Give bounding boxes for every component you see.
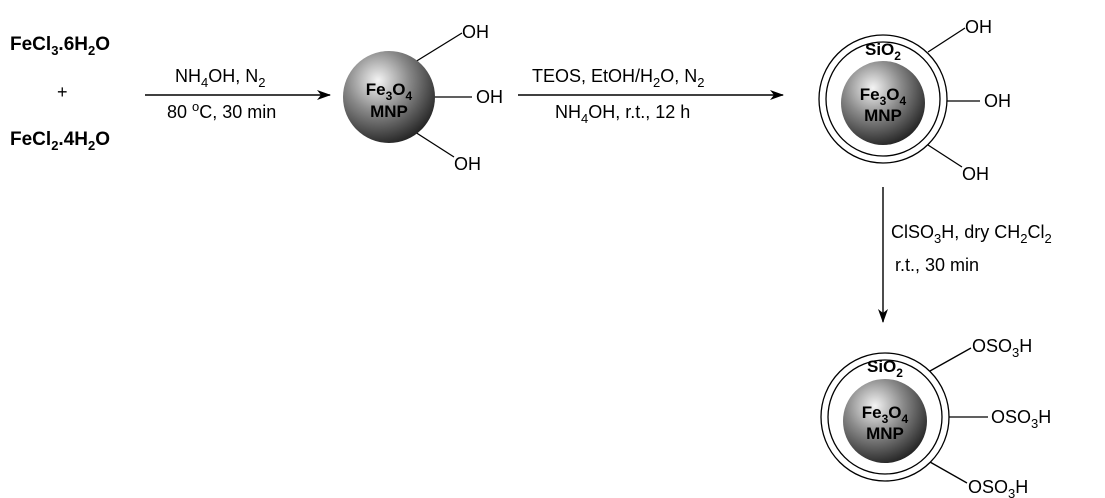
reactant-fecl3: FeCl3.6H2O <box>10 34 110 58</box>
oso3h-group-middle: OSO3H <box>991 407 1051 431</box>
shell-a: SiO <box>865 40 894 59</box>
core-s2: 4 <box>406 89 413 103</box>
oso3h-a: OSO <box>991 407 1031 427</box>
oso3h-group-top: OSO3H <box>972 336 1032 360</box>
reactant-fecl3-s2: 2 <box>88 43 95 58</box>
reactant-fecl2-c: O <box>95 129 110 150</box>
step1-conditions-below: 80 oC, 30 min <box>167 99 276 122</box>
step1-above-a: NH <box>175 66 201 86</box>
bond-top <box>927 27 966 53</box>
oso3h-b: H <box>1015 477 1028 497</box>
core-b: O <box>886 85 899 104</box>
step1-above-s1: 4 <box>201 75 208 90</box>
oso3h-s1: 3 <box>1012 345 1019 360</box>
bond-top <box>414 32 463 63</box>
reactant-fecl3-b: .6H <box>58 34 88 55</box>
reactant-fecl2-s1: 2 <box>51 138 58 153</box>
oh-group-bottom: OH <box>454 154 481 174</box>
oso3h-s1: 3 <box>1008 486 1015 498</box>
step3-l1-b: H, dry CH <box>941 222 1020 242</box>
oso3h-b: H <box>1038 407 1051 427</box>
step1-above-b: OH, N <box>208 66 258 86</box>
step1-below-a: 80 <box>167 102 192 122</box>
step2-below-a: NH <box>555 102 581 122</box>
step3-l1-c: Cl <box>1028 222 1045 242</box>
step2-above-a: TEOS, EtOH/H <box>532 66 653 86</box>
core-b: O <box>392 80 405 99</box>
step3-conditions-line1: ClSO3H, dry CH2Cl2 <box>891 222 1052 246</box>
step3-l1-s2: 2 <box>1020 231 1027 246</box>
oso3h-a: OSO <box>972 336 1012 356</box>
mnp-core-label: MNP <box>370 102 408 121</box>
bond-bottom <box>929 461 968 484</box>
reactant-fecl3-a: FeCl <box>10 34 51 55</box>
oh-group-top: OH <box>462 22 489 42</box>
shell-s1: 2 <box>896 366 903 380</box>
oso3h-b: H <box>1019 336 1032 356</box>
core-a: Fe <box>862 403 882 422</box>
mnp-sphere <box>843 379 927 463</box>
shell-formula: SiO2 <box>867 357 903 380</box>
particle-silica-oh: OH OH OH SiO2 Fe3O4 MNP <box>818 17 1011 184</box>
mnp-core-label: MNP <box>864 106 902 125</box>
oh-group-bottom: OH <box>962 164 989 184</box>
step3-l1-s3: 2 <box>1045 231 1052 246</box>
mnp-sphere <box>343 51 435 143</box>
core-s2: 4 <box>902 412 909 426</box>
mnp-core-label: MNP <box>866 424 904 443</box>
reactant-fecl2: FeCl2.4H2O <box>10 129 110 153</box>
step1-conditions-above: NH4OH, N2 <box>175 66 265 90</box>
reactant-fecl2-a: FeCl <box>10 129 51 150</box>
step2-above-s1: 2 <box>653 75 660 90</box>
bond-top <box>929 347 972 372</box>
core-a: Fe <box>860 85 880 104</box>
reactant-fecl3-s1: 3 <box>51 43 58 58</box>
bond-bottom <box>414 131 455 158</box>
core-a: Fe <box>366 80 386 99</box>
core-s1: 3 <box>882 412 889 426</box>
oso3h-a: OSO <box>968 477 1008 497</box>
reactant-fecl2-s2: 2 <box>88 138 95 153</box>
step1-below-b: C, 30 min <box>199 102 276 122</box>
step3-l1-a: ClSO <box>891 222 934 242</box>
core-b: O <box>888 403 901 422</box>
oso3h-group-bottom: OSO3H <box>968 477 1028 498</box>
step3-conditions-line2: r.t., 30 min <box>895 255 979 275</box>
mnp-core-formula: Fe3O4 <box>860 85 907 108</box>
oh-group-top: OH <box>965 17 992 37</box>
particle-mnp-oh: OH OH OH Fe3O4 MNP <box>343 22 503 174</box>
bond-bottom <box>927 144 963 168</box>
step2-above-s2: 2 <box>697 75 704 90</box>
plus-sign: + <box>57 82 68 102</box>
step2-conditions-below: NH4OH, r.t., 12 h <box>555 102 690 126</box>
particle-silica-oso3h: OSO3H OSO3H OSO3H SiO2 Fe3O4 MNP <box>820 336 1051 498</box>
step1-below-sup: o <box>192 99 199 114</box>
shell-s1: 2 <box>894 49 901 63</box>
shell-a: SiO <box>867 357 896 376</box>
mnp-core-formula: Fe3O4 <box>862 403 909 426</box>
step2-below-b: OH, r.t., 12 h <box>588 102 690 122</box>
step2-conditions-above: TEOS, EtOH/H2O, N2 <box>532 66 705 90</box>
oh-group-middle: OH <box>984 91 1011 111</box>
core-s1: 3 <box>386 89 393 103</box>
oh-group-middle: OH <box>476 87 503 107</box>
step2-below-s1: 4 <box>581 111 588 126</box>
step1-above-s2: 2 <box>258 75 265 90</box>
mnp-core-formula: Fe3O4 <box>366 80 413 103</box>
oso3h-s1: 3 <box>1031 416 1038 431</box>
step3-l1-s1: 3 <box>934 231 941 246</box>
core-s1: 3 <box>880 94 887 108</box>
reactant-fecl3-c: O <box>95 34 110 55</box>
step2-above-b: O, N <box>660 66 697 86</box>
core-s2: 4 <box>900 94 907 108</box>
mnp-sphere <box>841 61 925 145</box>
shell-formula: SiO2 <box>865 40 901 63</box>
reactant-fecl2-b: .4H <box>58 129 88 150</box>
